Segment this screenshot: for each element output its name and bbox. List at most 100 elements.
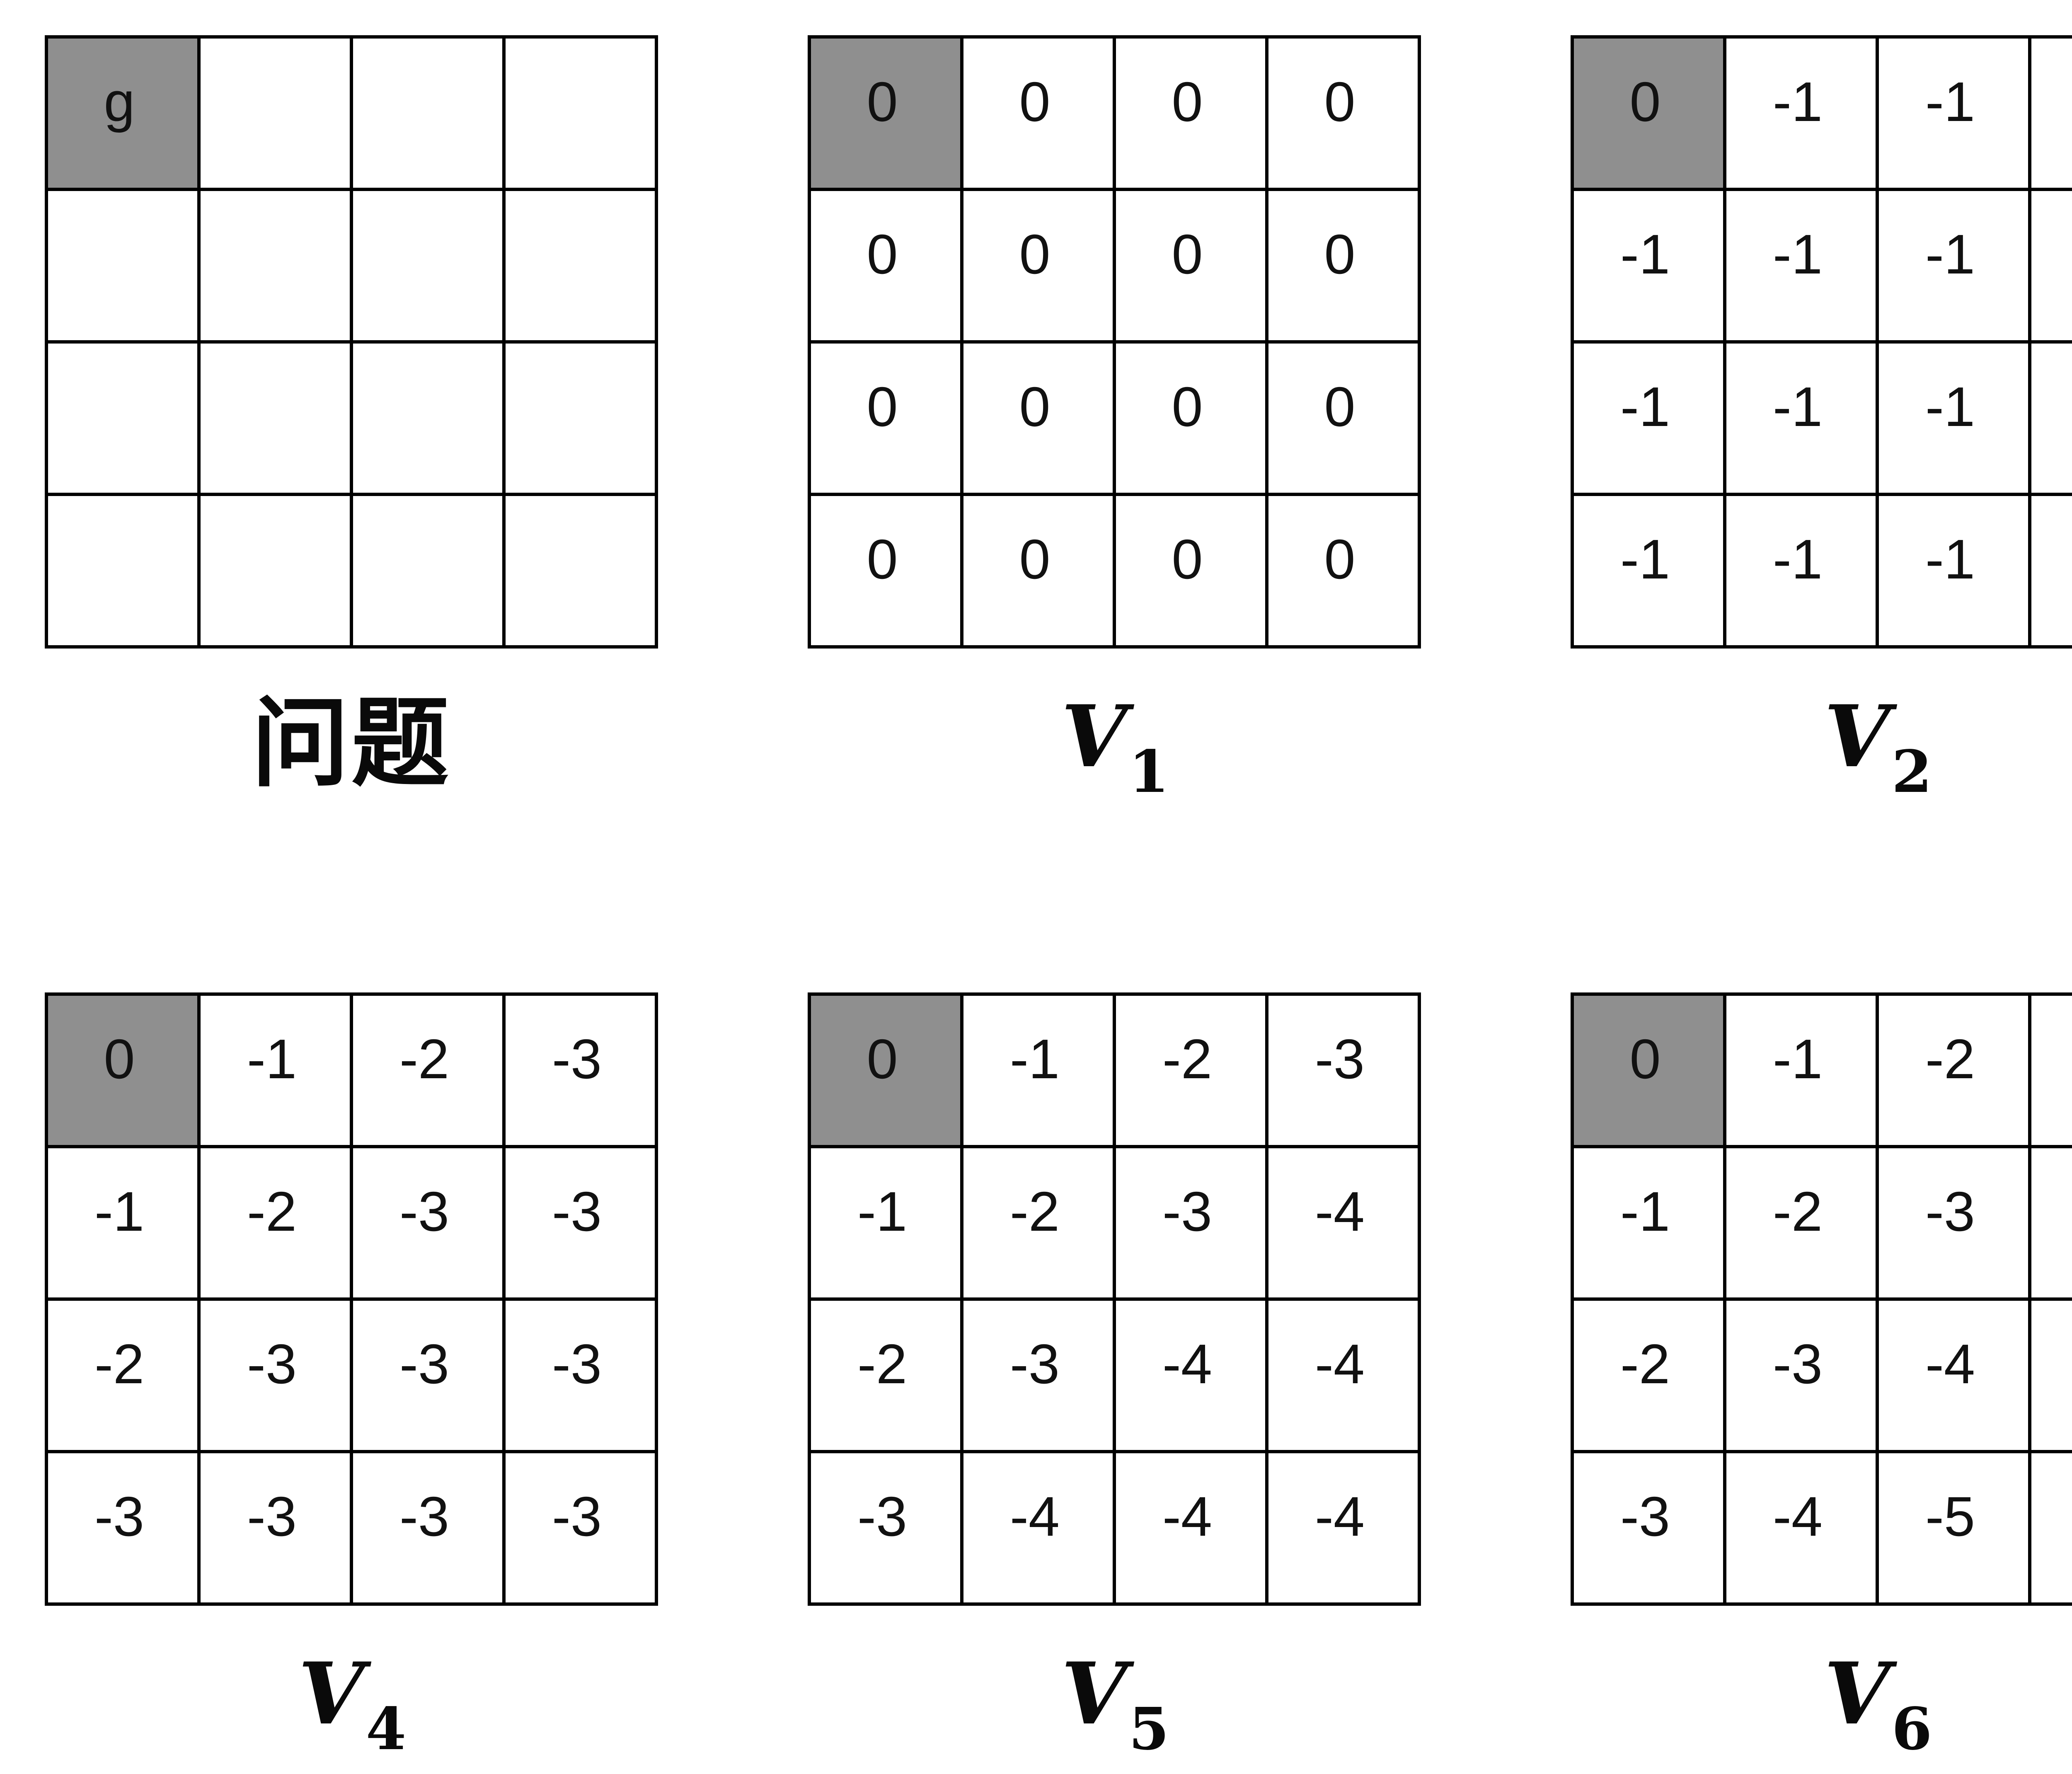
cell-value: -1 <box>857 1180 908 1243</box>
goal-cell-problem-r0c0: g <box>48 39 197 188</box>
grid-cell-v4-r0c1: -1 <box>201 996 350 1145</box>
grid-cell-problem-r1c3 <box>506 191 655 340</box>
grid-cell-problem-r3c0 <box>48 496 197 645</box>
panel-v2: 0-1-1-1-1-1-1-1-1-1-1-1-1-1-1-1V2 <box>1571 35 2072 801</box>
cell-value: -1 <box>247 1027 297 1090</box>
grid-cell-v1-r0c3: 0 <box>1268 39 1418 188</box>
grid-cell-v2-r2c0: -1 <box>1574 344 1723 493</box>
cell-value: 0 <box>867 375 898 438</box>
cell-value: 0 <box>1172 223 1203 286</box>
grid-problem: g <box>45 35 658 649</box>
cell-value: 0 <box>1629 1027 1661 1090</box>
grid-cell-v1-r2c3: 0 <box>1268 344 1418 493</box>
label-subscript: 1 <box>1128 738 1169 806</box>
cell-value: -3 <box>399 1332 450 1395</box>
grid-cell-v2-r2c1: -1 <box>1726 344 1876 493</box>
grid-cell-v4-r2c3: -3 <box>506 1301 655 1450</box>
cell-value: -3 <box>1009 1332 1060 1395</box>
grid-cell-v2-r1c1: -1 <box>1726 191 1876 340</box>
grid-cell-v2-r3c1: -1 <box>1726 496 1876 645</box>
cell-value: -2 <box>1772 1180 1823 1243</box>
cell-value: -4 <box>1009 1485 1060 1548</box>
cell-value: 0 <box>1019 528 1051 591</box>
cell-value: 0 <box>1172 528 1203 591</box>
cell-value: 0 <box>1019 375 1051 438</box>
grid-cell-v5-r2c0: -2 <box>811 1301 960 1450</box>
grid-cell-v4-r3c0: -3 <box>48 1453 197 1602</box>
grid-v6: 0-1-2-3-1-2-3-4-2-3-4-5-3-4-5-5 <box>1571 992 2072 1606</box>
cell-value: -1 <box>1772 223 1823 286</box>
grid-cell-v4-r3c2: -3 <box>353 1453 502 1602</box>
cell-value: g <box>104 70 135 133</box>
grid-cell-v4-r0c2: -2 <box>353 996 502 1145</box>
grid-cell-v6-r3c1: -4 <box>1726 1453 1876 1602</box>
cell-value: 0 <box>1324 528 1356 591</box>
cell-value: -3 <box>552 1332 602 1395</box>
grid-cell-v1-r0c2: 0 <box>1116 39 1265 188</box>
cell-value: -5 <box>1925 1485 1975 1548</box>
grid-cell-v1-r3c2: 0 <box>1116 496 1265 645</box>
grid-cell-problem-r3c3 <box>506 496 655 645</box>
cell-value: -4 <box>1925 1332 1975 1395</box>
cell-value: -2 <box>1620 1332 1670 1395</box>
panel-label-math: V5 <box>1061 1651 1169 1758</box>
panel-label-problem: 问题 <box>252 693 451 798</box>
grid-cell-problem-r0c2 <box>353 39 502 188</box>
grid-cell-v1-r0c1: 0 <box>963 39 1113 188</box>
grid-cell-problem-r0c3 <box>506 39 655 188</box>
cell-value: -2 <box>247 1180 297 1243</box>
cell-value: -1 <box>1772 375 1823 438</box>
cell-value: 0 <box>1324 70 1356 133</box>
cell-value: 0 <box>1324 223 1356 286</box>
cell-value: -2 <box>857 1332 908 1395</box>
cell-value: -2 <box>1162 1027 1213 1090</box>
grid-cell-problem-r3c2 <box>353 496 502 645</box>
cell-value: -1 <box>1009 1027 1060 1090</box>
cell-value: -3 <box>247 1332 297 1395</box>
panel-label-v2: V2 <box>1824 693 1932 801</box>
grid-cell-v5-r0c3: -3 <box>1268 996 1418 1145</box>
cell-value: 0 <box>867 1027 898 1090</box>
cell-value: -3 <box>552 1180 602 1243</box>
grid-cell-v2-r3c3: -1 <box>2031 496 2072 645</box>
grid-cell-v6-r2c2: -4 <box>1879 1301 2028 1450</box>
label-subscript: 4 <box>366 1695 407 1763</box>
cell-value: -3 <box>552 1485 602 1548</box>
panel-label-math: V6 <box>1824 1651 1932 1758</box>
goal-cell-v5-r0c0: 0 <box>811 996 960 1145</box>
cell-value: -1 <box>1925 70 1975 133</box>
grid-cell-v5-r1c1: -2 <box>963 1148 1113 1297</box>
grid-cell-v1-r1c0: 0 <box>811 191 960 340</box>
grid-v4: 0-1-2-3-1-2-3-3-2-3-3-3-3-3-3-3 <box>45 992 658 1606</box>
cell-value: -1 <box>1925 528 1975 591</box>
grid-cell-v2-r1c0: -1 <box>1574 191 1723 340</box>
cell-value: -1 <box>94 1180 145 1243</box>
grid-cell-v6-r0c1: -1 <box>1726 996 1876 1145</box>
cell-value: -3 <box>552 1027 602 1090</box>
grid-cell-v6-r1c0: -1 <box>1574 1148 1723 1297</box>
cell-value: -4 <box>1314 1485 1365 1548</box>
cell-value: 0 <box>1019 223 1051 286</box>
panel-label-math: V4 <box>298 1651 406 1758</box>
panel-v6: 0-1-2-3-1-2-3-4-2-3-4-5-3-4-5-5V6 <box>1571 992 2072 1758</box>
cell-value: -1 <box>1772 70 1823 133</box>
cell-value: -3 <box>1314 1027 1365 1090</box>
grid-cell-v6-r0c2: -2 <box>1879 996 2028 1145</box>
cell-value: -1 <box>1620 1180 1670 1243</box>
cell-value: -3 <box>94 1485 145 1548</box>
cell-value: 0 <box>1172 375 1203 438</box>
cell-value: -1 <box>1620 375 1670 438</box>
panel-label-math: V1 <box>1061 693 1169 801</box>
grid-cell-v6-r2c1: -3 <box>1726 1301 1876 1450</box>
grid-cell-v5-r1c3: -4 <box>1268 1148 1418 1297</box>
cell-value: -1 <box>1772 1027 1823 1090</box>
grid-cell-v6-r1c3: -4 <box>2031 1148 2072 1297</box>
cell-value: -4 <box>1162 1332 1213 1395</box>
grid-cell-v6-r1c2: -3 <box>1879 1148 2028 1297</box>
grid-cell-v2-r0c1: -1 <box>1726 39 1876 188</box>
